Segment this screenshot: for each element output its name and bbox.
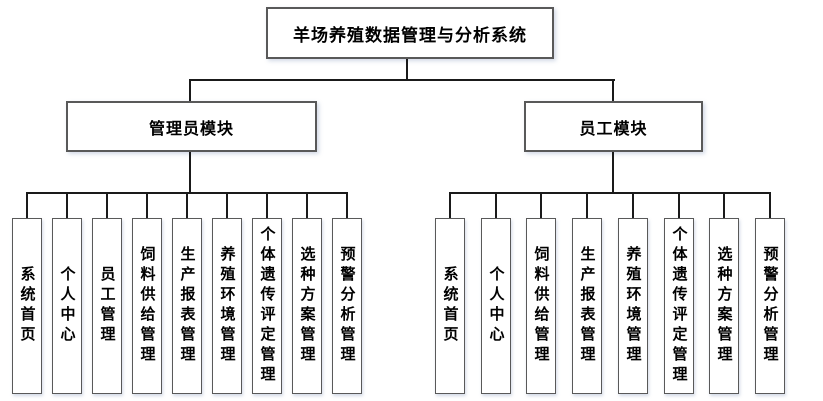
connector xyxy=(723,192,725,219)
root-node-system: 羊场养殖数据管理与分析系统 xyxy=(266,7,554,59)
leaf-label: 系统首页 xyxy=(18,266,36,346)
admin-leaf-warning-analysis-management: 预警分析管理 xyxy=(332,218,362,394)
admin-leaf-individual-genetic-evaluation-management: 个体遗传评定管理 xyxy=(252,218,282,394)
connector xyxy=(449,192,451,219)
connector xyxy=(632,192,634,219)
staff-leaf-selection-plan-management: 选种方案管理 xyxy=(709,218,739,394)
staff-leaf-warning-analysis-management: 预警分析管理 xyxy=(755,218,785,394)
connector xyxy=(495,192,497,219)
connector xyxy=(26,192,28,219)
admin-leaf-feed-supply-management: 饲料供给管理 xyxy=(132,218,162,394)
connector xyxy=(406,59,408,80)
leaf-label: 生产报表管理 xyxy=(578,246,596,366)
connector xyxy=(678,192,680,219)
admin-leaf-personal-center: 个人中心 xyxy=(52,218,82,394)
connector xyxy=(186,192,188,219)
staff-module-node: 员工模块 xyxy=(524,101,703,152)
connector xyxy=(189,79,191,102)
leaf-label: 饲料供给管理 xyxy=(138,246,156,366)
staff-leaf-breeding-environment-management: 养殖环境管理 xyxy=(618,218,648,394)
connector xyxy=(612,79,614,102)
connector xyxy=(540,192,542,219)
staff-leaf-personal-center: 个人中心 xyxy=(481,218,511,394)
connector xyxy=(586,192,588,219)
connector xyxy=(226,192,228,219)
connector xyxy=(189,152,191,193)
leaf-label: 预警分析管理 xyxy=(761,246,779,366)
connector xyxy=(346,192,348,219)
leaf-label: 选种方案管理 xyxy=(715,246,733,366)
leaf-label: 个体遗传评定管理 xyxy=(670,226,688,386)
leaf-label: 选种方案管理 xyxy=(298,246,316,366)
connector xyxy=(66,192,68,219)
leaf-label: 生产报表管理 xyxy=(178,246,196,366)
staff-leaf-feed-supply-management: 饲料供给管理 xyxy=(526,218,556,394)
leaf-label: 个人中心 xyxy=(58,266,76,346)
admin-module-node: 管理员模块 xyxy=(66,101,317,152)
connector xyxy=(266,192,268,219)
connector xyxy=(612,152,614,193)
connector xyxy=(306,192,308,219)
leaf-label: 养殖环境管理 xyxy=(624,246,642,366)
admin-leaf-system-home: 系统首页 xyxy=(12,218,42,394)
leaf-label: 个人中心 xyxy=(487,266,505,346)
staff-leaf-system-home: 系统首页 xyxy=(435,218,465,394)
admin-leaf-production-report-management: 生产报表管理 xyxy=(172,218,202,394)
leaf-label: 员工管理 xyxy=(98,266,116,346)
connector xyxy=(189,79,615,81)
leaf-label: 养殖环境管理 xyxy=(218,246,236,366)
leaf-label: 个体遗传评定管理 xyxy=(258,226,276,386)
connector xyxy=(146,192,148,219)
leaf-label: 系统首页 xyxy=(441,266,459,346)
admin-leaf-breeding-environment-management: 养殖环境管理 xyxy=(212,218,242,394)
connector xyxy=(106,192,108,219)
leaf-label: 预警分析管理 xyxy=(338,246,356,366)
connector xyxy=(769,192,771,219)
staff-leaf-individual-genetic-evaluation-management: 个体遗传评定管理 xyxy=(664,218,694,394)
connector xyxy=(449,192,771,194)
admin-leaf-employee-management: 员工管理 xyxy=(92,218,122,394)
leaf-label: 饲料供给管理 xyxy=(532,246,550,366)
staff-leaf-production-report-management: 生产报表管理 xyxy=(572,218,602,394)
admin-leaf-selection-plan-management: 选种方案管理 xyxy=(292,218,322,394)
